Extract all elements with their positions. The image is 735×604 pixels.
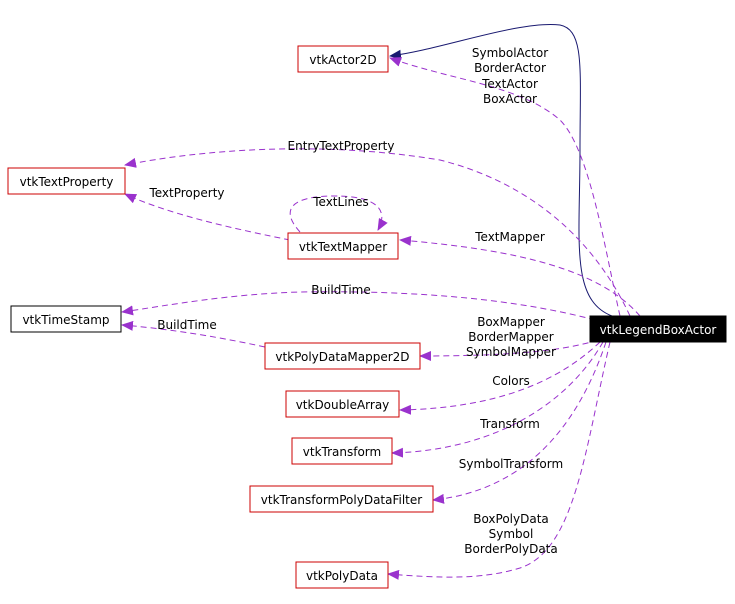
node-label: vtkTextMapper — [299, 240, 387, 254]
node-label: vtkTransform — [303, 445, 381, 459]
label-text-property: TextProperty — [148, 186, 224, 200]
edge-text-lines — [289, 195, 388, 233]
edge-mappers — [419, 339, 599, 361]
label-symbol-actor: SymbolActor — [472, 46, 548, 60]
label-colors: Colors — [492, 374, 530, 388]
label-box-actor: BoxActor — [483, 92, 537, 106]
edge-polydata — [387, 341, 611, 580]
node-vtk-transform[interactable]: vtkTransform — [291, 437, 393, 465]
edge-build-time-mapper — [121, 320, 266, 348]
label-symbol-mapper: SymbolMapper — [466, 345, 556, 359]
node-label: vtkTransformPolyDataFilter — [261, 493, 422, 507]
node-vtk-time-stamp[interactable]: vtkTimeStamp — [10, 305, 122, 333]
node-label: vtkTextProperty — [20, 175, 114, 189]
node-label: vtkActor2D — [309, 53, 376, 67]
label-symbol-transform: SymbolTransform — [459, 457, 563, 471]
node-vtk-actor2d[interactable]: vtkActor2D — [297, 45, 389, 73]
node-vtk-legend-box-actor[interactable]: vtkLegendBoxActor — [589, 315, 727, 343]
node-label: vtkLegendBoxActor — [600, 323, 717, 337]
edge-text-property — [124, 193, 291, 241]
edge-entry-text-property — [124, 148, 631, 317]
edge-symbol-transform — [432, 341, 607, 504]
label-text-actor: TextActor — [481, 77, 538, 91]
edge-colors — [399, 341, 601, 415]
edge-inherits-actor2d — [389, 23, 613, 317]
label-border-poly-data: BorderPolyData — [464, 542, 557, 556]
label-border-actor: BorderActor — [474, 61, 546, 75]
label-entry-text-property: EntryTextProperty — [288, 139, 395, 153]
label-box-poly-data: BoxPolyData — [473, 512, 549, 526]
label-box-mapper: BoxMapper — [477, 315, 545, 329]
label-build-time-main: BuildTime — [311, 283, 371, 297]
label-transform: Transform — [479, 417, 540, 431]
node-label: vtkPolyData — [306, 569, 378, 583]
node-label: vtkPolyDataMapper2D — [275, 350, 409, 364]
node-vtk-transform-poly-data-filter[interactable]: vtkTransformPolyDataFilter — [249, 485, 434, 513]
node-vtk-text-property[interactable]: vtkTextProperty — [7, 167, 126, 195]
edge-text-mapper — [399, 235, 641, 317]
node-label: vtkTimeStamp — [22, 313, 109, 327]
label-build-time-mapper: BuildTime — [157, 318, 217, 332]
node-vtk-double-array[interactable]: vtkDoubleArray — [285, 390, 400, 418]
node-vtk-poly-data[interactable]: vtkPolyData — [295, 561, 389, 589]
label-text-mapper: TextMapper — [474, 230, 545, 244]
node-vtk-poly-data-mapper2d[interactable]: vtkPolyDataMapper2D — [264, 342, 421, 370]
label-border-mapper: BorderMapper — [468, 330, 554, 344]
node-label: vtkDoubleArray — [296, 398, 390, 412]
label-symbol: Symbol — [489, 527, 534, 541]
label-text-lines: TextLines — [312, 195, 369, 209]
node-vtk-text-mapper[interactable]: vtkTextMapper — [287, 232, 399, 260]
